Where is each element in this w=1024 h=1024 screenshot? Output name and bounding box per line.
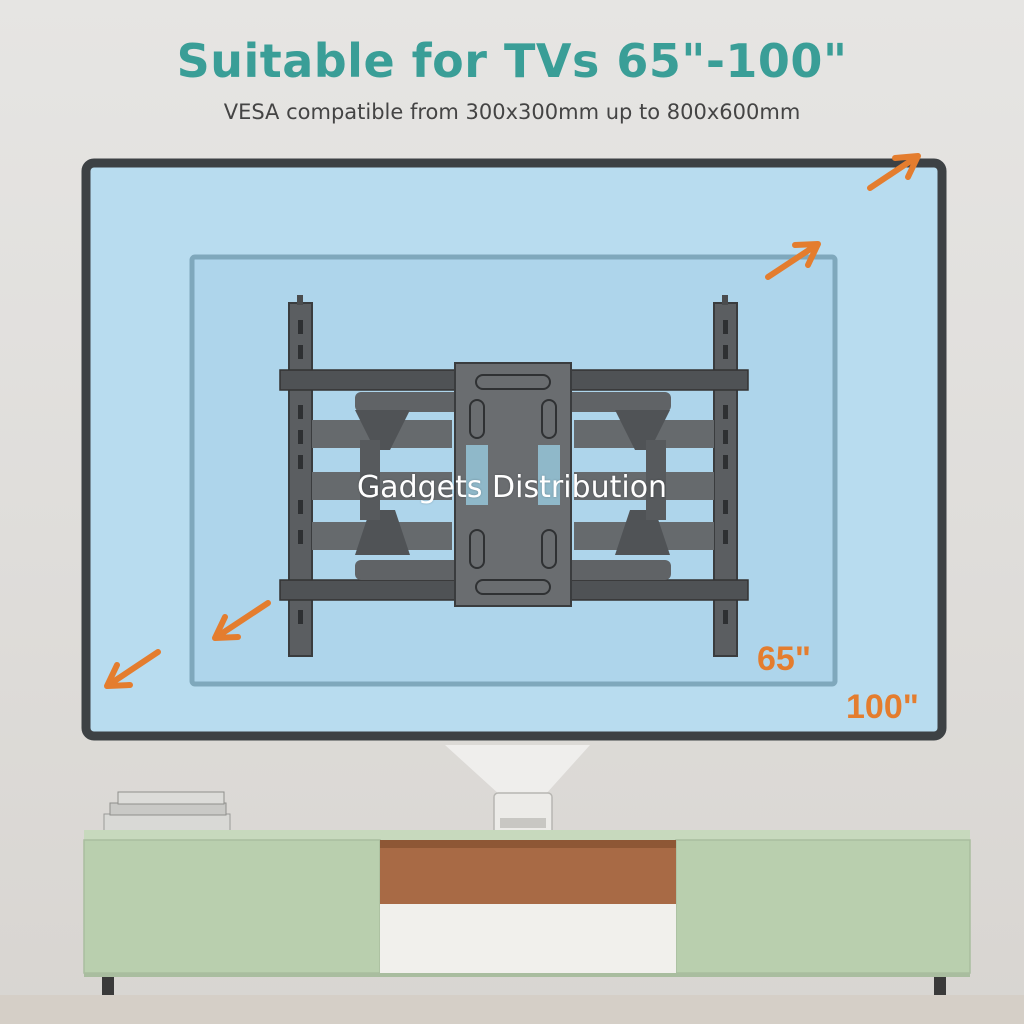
projector-device	[493, 792, 553, 836]
size-label-65: 65"	[757, 640, 811, 678]
size-label-100: 100"	[846, 688, 919, 726]
watermark-text: Gadgets Distribution	[356, 470, 668, 505]
floor	[0, 995, 1024, 1024]
wall-mount-bracket	[279, 295, 749, 657]
page-title: Suitable for TVs 65"-100"	[176, 34, 848, 88]
page-subtitle: VESA compatible from 300x300mm up to 800…	[223, 100, 801, 124]
projector-light	[445, 745, 590, 795]
books-stack	[103, 791, 231, 835]
expand-arrows	[104, 153, 921, 689]
tv-cabinet	[83, 830, 971, 999]
